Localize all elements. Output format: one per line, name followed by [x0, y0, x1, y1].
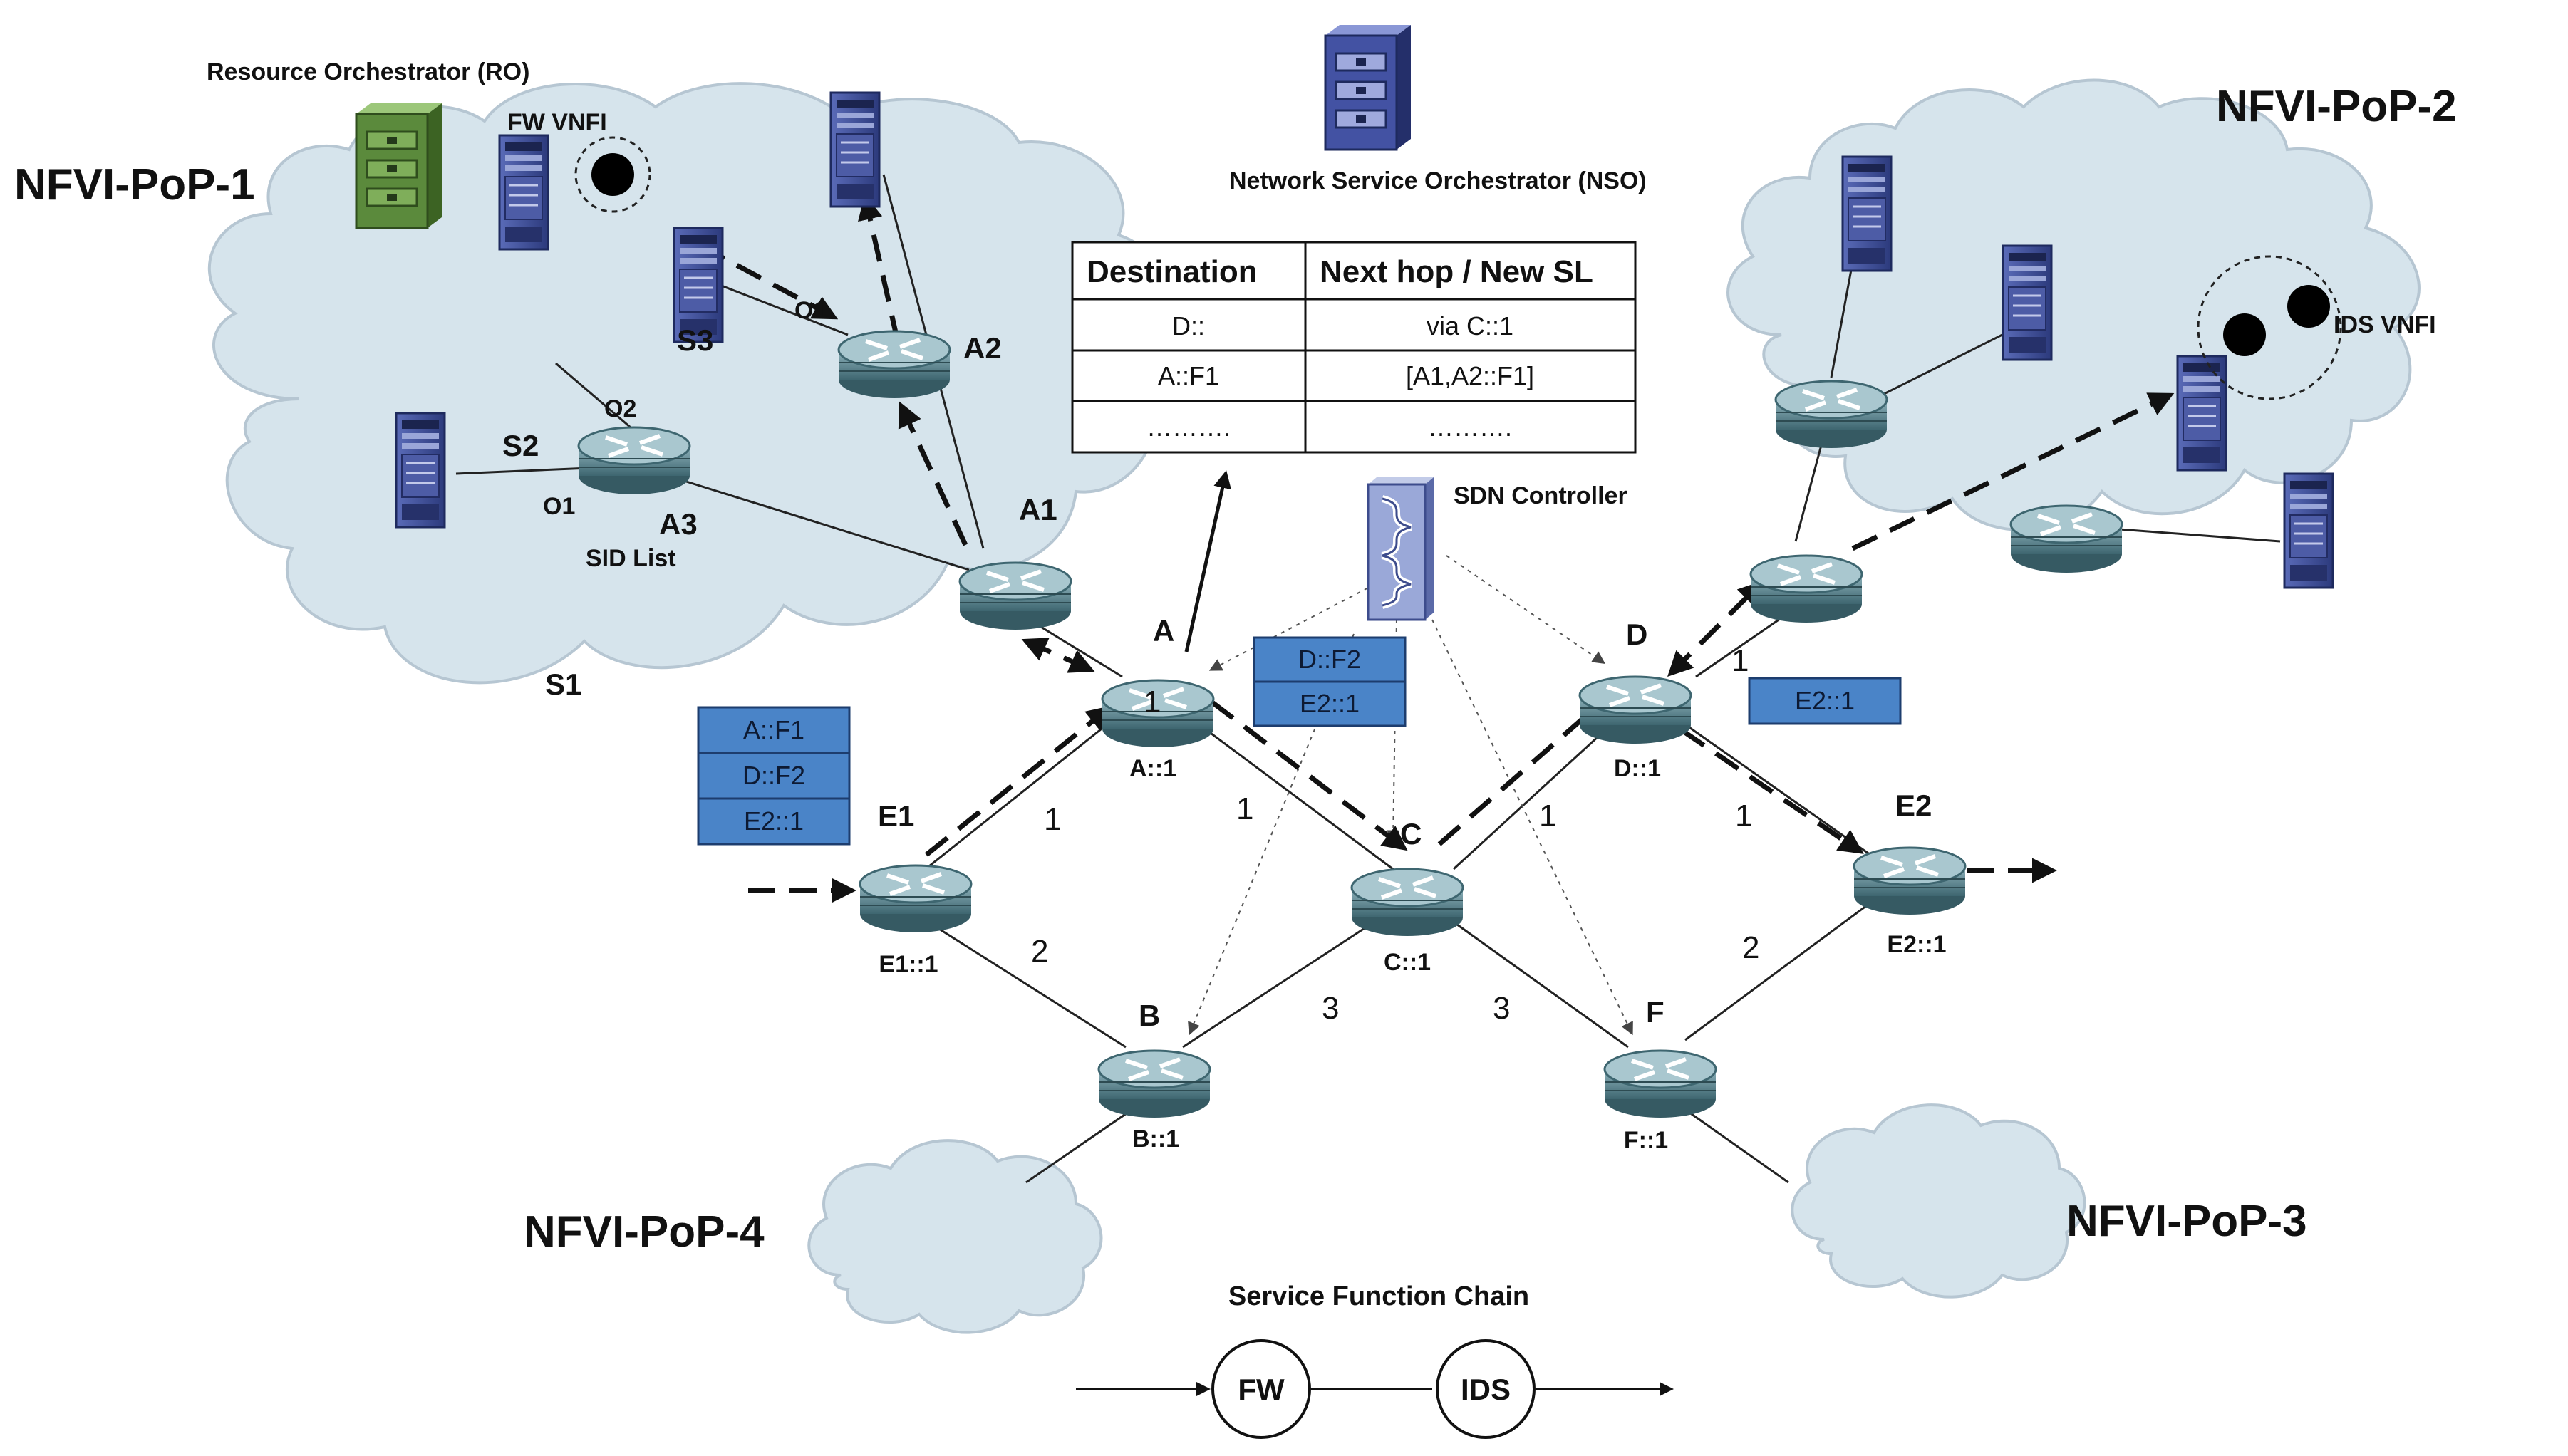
- router-a1: [960, 563, 1071, 630]
- router-c-name: C: [1400, 817, 1422, 851]
- router-d-sid: D::1: [1614, 755, 1661, 782]
- link-cost-b-c: 3: [1322, 991, 1339, 1026]
- pop2-server-1: [1841, 155, 1893, 272]
- sfc-chain: FW IDS: [1076, 1339, 1674, 1439]
- router-pop2-gw: [1751, 556, 1862, 623]
- router-b: [1099, 1051, 1210, 1118]
- router-f: [1605, 1051, 1716, 1118]
- link-cost-c-f: 3: [1493, 991, 1510, 1026]
- ids-vnfi-icon: [2197, 255, 2342, 400]
- core-links: [911, 711, 1878, 1184]
- router-d-name: D: [1626, 618, 1647, 651]
- sdn-controller-label: SDN Controller: [1454, 482, 1627, 509]
- sfc-fw-label: FW: [1238, 1373, 1285, 1406]
- table-cell: ……….: [1428, 412, 1512, 442]
- router-b-name: B: [1139, 999, 1160, 1032]
- pop1-server-a2: [829, 91, 881, 208]
- pop-2-label: NFVI-PoP-2: [2216, 82, 2457, 131]
- router-pop2-a: [1776, 381, 1887, 448]
- nfvi-pop-3-cloud: [1791, 1103, 2086, 1299]
- nso-label: Network Service Orchestrator (NSO): [1229, 167, 1647, 194]
- router-e2-sid: E2::1: [1887, 931, 1946, 958]
- sfc-fw-node: [1211, 1339, 1311, 1439]
- table-cell: D::: [1172, 311, 1205, 340]
- link-cost-e1-b: 2: [1031, 934, 1048, 969]
- table-cell: via C::1: [1427, 311, 1513, 340]
- router-c-sid: C::1: [1384, 949, 1431, 976]
- pop1-o1-upper-label: O1: [794, 297, 827, 324]
- sid-entry: E2::1: [744, 806, 804, 836]
- link-cost-a-in: 1: [1144, 685, 1161, 719]
- pop1-s1-label: S1: [545, 667, 581, 701]
- pop-4-label: NFVI-PoP-4: [524, 1207, 765, 1257]
- fw-vnfi-label: FW VNFI: [507, 109, 607, 136]
- pop-1-label: NFVI-PoP-1: [14, 160, 255, 209]
- link-cost-c-d: 1: [1539, 799, 1556, 833]
- router-a2: [839, 331, 950, 398]
- sid-entry: A::F1: [743, 715, 804, 744]
- router-f-sid: F::1: [1624, 1127, 1668, 1154]
- router-e1-sid: E1::1: [879, 951, 938, 978]
- link-cost-d-e2: 1: [1735, 799, 1752, 833]
- table-cell: ……….: [1146, 412, 1231, 442]
- table-cell: [A1,A2::F1]: [1406, 361, 1534, 390]
- table-header-next-hop: Next hop / New SL: [1320, 254, 1593, 289]
- fw-vnfi-icon: [574, 136, 651, 213]
- link-cost-a-c: 1: [1236, 791, 1253, 826]
- link-cost-e1-a: 1: [1044, 802, 1061, 837]
- pop1-s2-label: S2: [502, 429, 539, 462]
- sid-list-label: SID List: [586, 545, 676, 572]
- table-lookup-arrow: [1184, 470, 1231, 652]
- sid-stack-a: D::F2 E2::1: [1253, 636, 1407, 727]
- pop2-server-2: [2002, 244, 2053, 361]
- router-e1: [860, 865, 971, 932]
- routing-table: Destination Next hop / New SL D:: via C:…: [1071, 241, 1637, 454]
- pop1-a2-label: A2: [963, 331, 1002, 365]
- sfc-ids-node: [1436, 1339, 1536, 1439]
- sid-entry: D::F2: [742, 761, 805, 790]
- pop1-o1-lower-label: O1: [543, 493, 575, 520]
- nfvi-pop-2-cloud: [1726, 78, 2421, 531]
- resource-orchestrator-icon: [355, 103, 442, 229]
- nfvi-pop-4-cloud: [807, 1139, 1103, 1334]
- router-d: [1580, 677, 1691, 744]
- router-a-name: A: [1153, 614, 1174, 648]
- router-e1-name: E1: [878, 799, 914, 833]
- ids-vnfi-label: IDS VNFI: [2334, 311, 2436, 338]
- pop2-server-3: [2283, 472, 2334, 589]
- pop1-server-s1: [395, 412, 446, 529]
- network-service-orchestrator-icon: [1324, 25, 1411, 151]
- table-header-destination: Destination: [1087, 254, 1258, 289]
- router-a3: [579, 427, 690, 494]
- pop1-o2-label: O2: [604, 395, 636, 422]
- router-b-sid: B::1: [1132, 1125, 1179, 1153]
- sid-stack-e1: A::F1 D::F2 E2::1: [697, 706, 851, 846]
- pop1-a1-label: A1: [1019, 493, 1057, 526]
- sfc-ids-label: IDS: [1461, 1373, 1511, 1406]
- pop1-a3-label: A3: [659, 507, 698, 541]
- router-f-name: F: [1646, 995, 1664, 1029]
- router-e2-name: E2: [1895, 789, 1932, 822]
- router-pop2-b: [2011, 506, 2122, 573]
- pop1-s3-label: S3: [677, 323, 713, 357]
- sid-stack-d: E2::1: [1748, 677, 1902, 725]
- link-cost-f-e2: 2: [1742, 930, 1759, 965]
- sid-entry: E2::1: [1300, 689, 1360, 718]
- sid-entry: E2::1: [1795, 686, 1855, 715]
- sdn-controller-icon: [1367, 477, 1434, 621]
- pop1-server-s2: [498, 134, 549, 251]
- router-c: [1352, 869, 1463, 936]
- pop-3-label: NFVI-PoP-3: [2066, 1197, 2307, 1246]
- sfc-title: Service Function Chain: [1228, 1281, 1529, 1311]
- sid-entry: D::F2: [1298, 645, 1361, 674]
- pop2-server-ids: [2176, 355, 2227, 472]
- router-e2: [1854, 848, 1965, 915]
- ro-label: Resource Orchestrator (RO): [207, 58, 529, 85]
- link-cost-d-in: 1: [1731, 643, 1749, 678]
- table-cell: A::F1: [1158, 361, 1219, 390]
- router-a-sid: A::1: [1129, 755, 1176, 782]
